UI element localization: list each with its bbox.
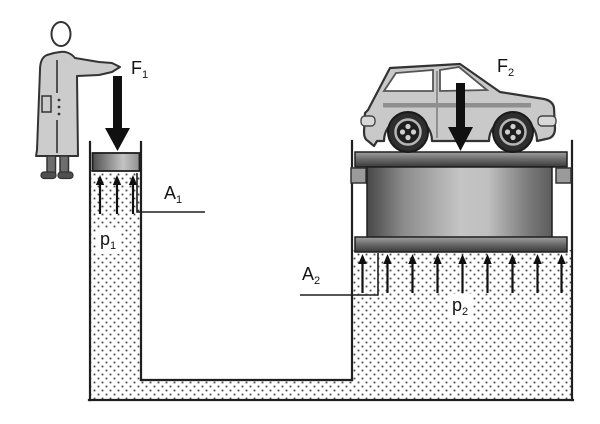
label-a1: A1 [164, 183, 183, 206]
a1-leader-line [136, 173, 205, 213]
platform-plate [354, 151, 568, 168]
label-a2: A2 [302, 264, 321, 287]
label-f2: F2 [497, 56, 515, 79]
car-front-wheel [492, 111, 534, 153]
car-front-window [439, 66, 490, 92]
car-front-bumper [537, 115, 557, 127]
car-rear-bumper [360, 115, 376, 127]
piston-bottom-plate [354, 236, 568, 253]
person-figure [35, 21, 121, 180]
f2-force-arrow-icon [448, 83, 473, 151]
guide-tab-left [350, 167, 367, 184]
coat-pocket [41, 95, 52, 113]
small-piston [91, 152, 141, 172]
large-piston-assembly [300, 151, 572, 296]
a2-leader-line [300, 253, 379, 296]
car-illustration [360, 62, 557, 153]
small-piston-assembly [91, 76, 205, 216]
guide-tab-right [555, 167, 572, 184]
vessel-walls [87, 139, 575, 402]
car-rear-window [382, 69, 434, 92]
large-piston-barrel [366, 166, 553, 239]
car-rear-wheel [387, 111, 429, 153]
label-p1: p1 [96, 228, 121, 254]
label-p2: p2 [448, 294, 473, 320]
lab-coat [35, 50, 121, 157]
label-f1: F1 [131, 58, 149, 81]
f1-force-arrow-icon [105, 76, 130, 151]
